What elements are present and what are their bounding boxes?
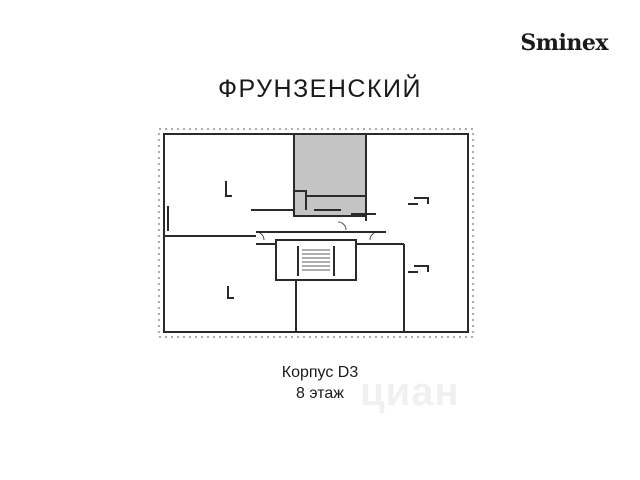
stairwell [302, 249, 330, 271]
door-arcs [255, 221, 379, 241]
highlighted-apartment[interactable] [293, 133, 367, 217]
outer-walls [163, 133, 469, 333]
watermark: циан [360, 370, 460, 414]
plan-caption: Корпус D3 8 этаж [0, 362, 640, 404]
building-label: Корпус D3 [281, 364, 359, 381]
floor-plan [158, 128, 474, 338]
floor-label: 8 этаж [296, 385, 344, 402]
page-title: ФРУНЗЕНСКИЙ [218, 75, 422, 103]
interior-walls [164, 134, 429, 332]
balcony-edge [158, 128, 474, 338]
brand-logo: Sminex [520, 30, 608, 56]
